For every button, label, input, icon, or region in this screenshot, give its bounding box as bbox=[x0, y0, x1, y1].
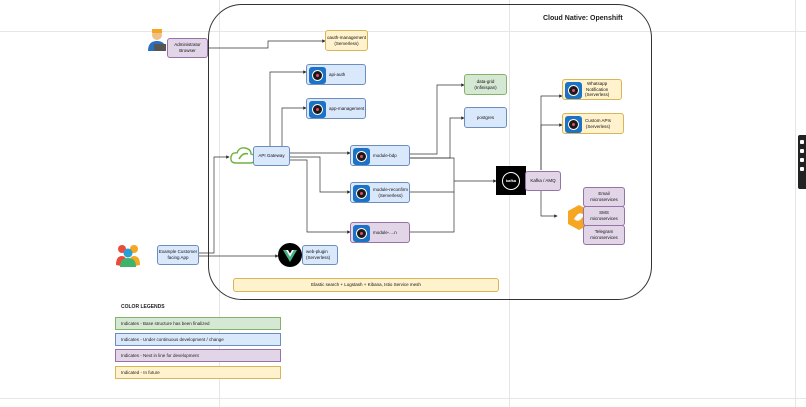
edge-bdp-datagrid bbox=[410, 83, 465, 155]
legend-item-continuous: Indicates - Under continuous development… bbox=[115, 333, 281, 346]
elastic-stack-bar[interactable]: Elastic search + Logstash + Kibana, Isti… bbox=[233, 278, 499, 292]
edge-kafka-custom bbox=[540, 123, 563, 170]
toolbar-icon[interactable] bbox=[800, 149, 804, 153]
gear-icon bbox=[309, 101, 326, 118]
legend-item-future: Indicated - In future bbox=[115, 366, 281, 379]
kafka-logo-icon: kafka bbox=[496, 166, 526, 195]
legend-item-next: Indicates - Next in line for development bbox=[115, 349, 281, 362]
custom-apis-node[interactable]: Custom APIs (Serverless) bbox=[562, 113, 624, 134]
vue-logo-icon bbox=[278, 243, 302, 267]
gear-icon bbox=[353, 148, 370, 165]
toolbar-icon[interactable] bbox=[800, 167, 804, 171]
whatsapp-notification-node[interactable]: Whatsapp Notification (Serverless) bbox=[562, 79, 622, 100]
api-gateway-node[interactable]: API Gateway bbox=[253, 146, 290, 166]
toolbar-icon[interactable] bbox=[800, 158, 804, 162]
edge-customer-gateway bbox=[199, 155, 230, 254]
module-reconfirm-node[interactable]: module-reconfirm (Serverless) bbox=[350, 182, 410, 203]
customer-app-node[interactable]: Example Customer facing App bbox=[157, 245, 199, 265]
app-management-node[interactable]: app-management bbox=[306, 98, 366, 119]
gear-icon bbox=[565, 82, 582, 99]
administrator-browser-node[interactable]: Administrator Browser bbox=[167, 38, 208, 58]
oauth-management-node[interactable]: oauth-management (Serverless) bbox=[325, 30, 368, 51]
postgres-node[interactable]: postgres bbox=[464, 107, 507, 128]
openshift-cluster bbox=[208, 4, 652, 300]
kafka-amq-node[interactable]: Kafka / AMQ bbox=[525, 171, 561, 191]
module-n-node[interactable]: module-....n bbox=[350, 222, 410, 243]
toolbar-icon[interactable] bbox=[800, 140, 804, 144]
data-grid-node[interactable]: data-grid (Infinispan) bbox=[464, 74, 507, 95]
sms-microservices-node[interactable]: SMS microservices bbox=[583, 206, 625, 226]
legend-title: COLOR LEGENDS bbox=[121, 304, 165, 310]
gear-icon bbox=[353, 225, 370, 242]
edge-gateway-modn bbox=[290, 159, 351, 234]
email-microservices-node[interactable]: Email microservices bbox=[583, 187, 625, 207]
edge-gateway-apiauth bbox=[269, 70, 307, 152]
web-plugin-node[interactable]: web-plugin (Serverless) bbox=[302, 245, 338, 265]
gear-icon bbox=[565, 116, 582, 133]
legend-item-finalized: Indicates - Base structure has been fina… bbox=[115, 317, 281, 330]
module-bdp-node[interactable]: module-bdp bbox=[350, 145, 410, 166]
gear-icon bbox=[309, 67, 326, 84]
cluster-title: Cloud Native: Openshift bbox=[543, 15, 623, 22]
gear-icon bbox=[353, 185, 370, 202]
edge-gateway-appmgmt bbox=[281, 106, 307, 152]
edge-admin-oauth bbox=[208, 39, 326, 49]
administrator-icon bbox=[148, 29, 166, 51]
edge-gateway-recon bbox=[290, 156, 351, 194]
api-auth-node[interactable]: api-auth bbox=[306, 64, 366, 85]
edge-kafka-notify bbox=[540, 190, 558, 218]
kafka-logo-label: kafka bbox=[502, 171, 520, 190]
users-group-icon bbox=[116, 245, 140, 267]
telegram-microservices-node[interactable]: Telegram microservices bbox=[583, 225, 625, 245]
side-toolbar[interactable] bbox=[798, 135, 806, 189]
